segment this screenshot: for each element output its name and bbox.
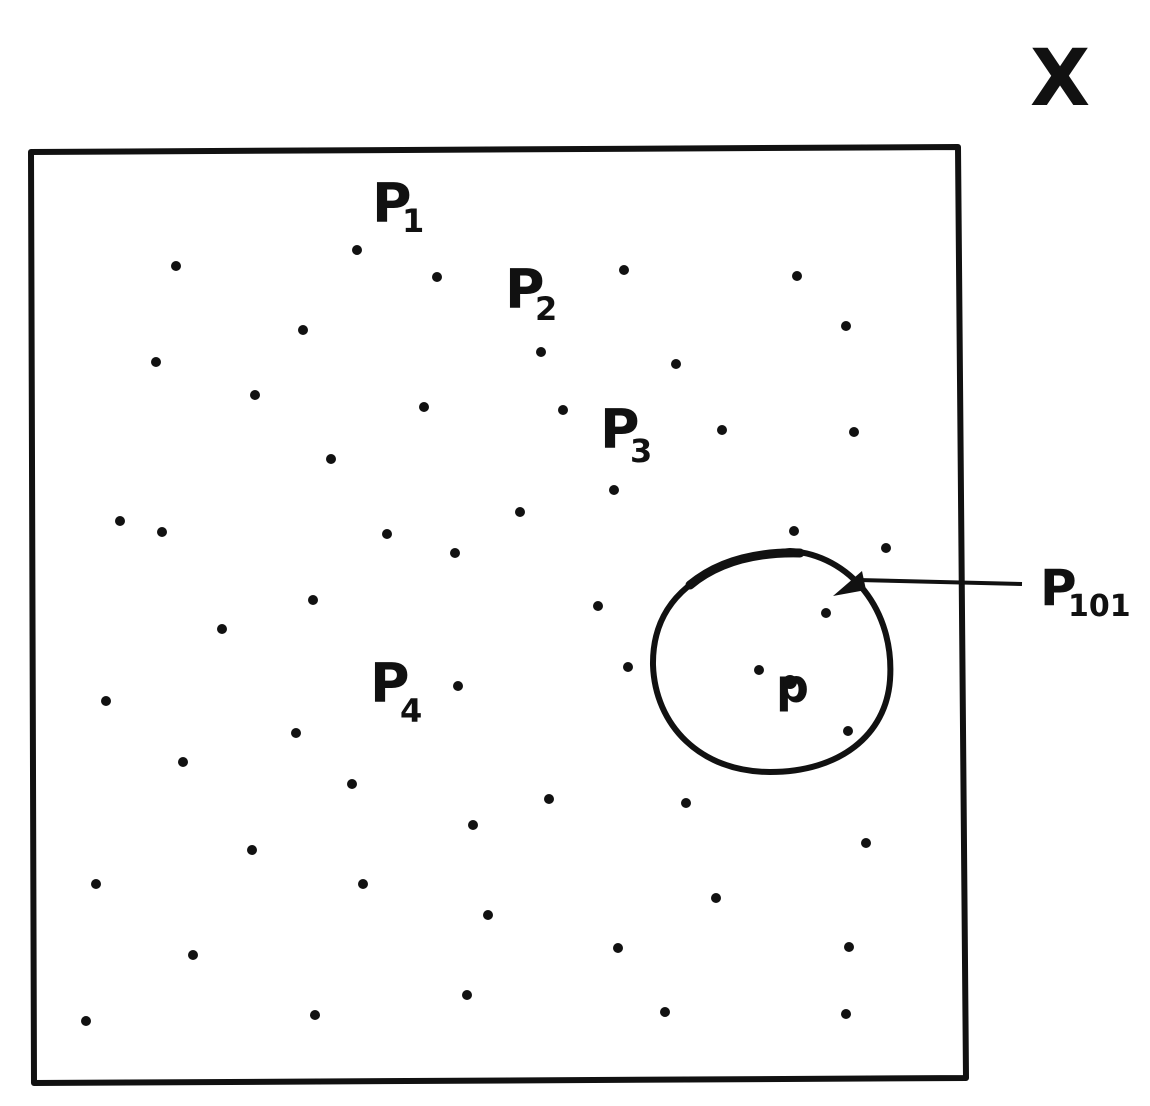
point-25 xyxy=(308,595,318,605)
point-14 xyxy=(717,425,727,435)
label-p2-letter: P xyxy=(505,258,545,321)
point-18 xyxy=(515,507,525,517)
point-51 xyxy=(310,1010,320,1020)
point-center-p xyxy=(783,675,797,689)
point-15 xyxy=(849,427,859,437)
point-8 xyxy=(536,347,546,357)
square-boundary xyxy=(28,144,969,1086)
point-52 xyxy=(660,1007,670,1017)
point-11 xyxy=(250,390,260,400)
point-1 xyxy=(171,261,181,271)
label-p4-letter: P xyxy=(370,652,410,715)
point-16 xyxy=(326,454,336,464)
point-9 xyxy=(671,359,681,369)
point-28 xyxy=(821,608,831,618)
label-p1: P 1 xyxy=(372,172,424,240)
arrow-line-p101 xyxy=(857,578,1023,586)
point-13 xyxy=(558,405,568,415)
point-36 xyxy=(347,779,357,789)
point-4 xyxy=(619,265,629,275)
point-44 xyxy=(711,893,721,903)
point-43 xyxy=(358,879,368,889)
point-7 xyxy=(151,357,161,367)
point-12 xyxy=(419,402,429,412)
point-21 xyxy=(382,529,392,539)
point-30 xyxy=(754,665,764,675)
label-p2-sub: 2 xyxy=(535,290,557,328)
point-48 xyxy=(844,942,854,952)
label-p101: P 101 xyxy=(1040,559,1131,624)
point-49 xyxy=(462,990,472,1000)
label-p101-sub: 101 xyxy=(1068,589,1131,624)
point-39 xyxy=(468,820,478,830)
point-24 xyxy=(881,543,891,553)
point-17 xyxy=(609,485,619,495)
point-29 xyxy=(623,662,633,672)
point-33 xyxy=(291,728,301,738)
point-2 xyxy=(352,245,362,255)
point-19 xyxy=(115,516,125,526)
label-p4-sub: 4 xyxy=(400,692,422,730)
point-35 xyxy=(178,757,188,767)
point-5 xyxy=(792,271,802,281)
label-p3-letter: P xyxy=(600,398,640,461)
point-20 xyxy=(157,527,167,537)
label-p4: P 4 xyxy=(370,652,422,730)
point-32 xyxy=(101,696,111,706)
point-38 xyxy=(681,798,691,808)
point-41 xyxy=(247,845,257,855)
label-p1-sub: 1 xyxy=(402,202,424,240)
point-27 xyxy=(593,601,603,611)
label-p2: P 2 xyxy=(505,258,557,328)
arrow-head-p101 xyxy=(833,571,866,596)
point-37 xyxy=(544,794,554,804)
neighborhood-circle xyxy=(649,547,894,776)
point-31 xyxy=(453,681,463,691)
label-p3-sub: 3 xyxy=(630,432,652,470)
point-22 xyxy=(450,548,460,558)
point-10 xyxy=(841,321,851,331)
point-40 xyxy=(861,838,871,848)
points-layer xyxy=(81,245,891,1026)
point-6 xyxy=(298,325,308,335)
label-p1-letter: P xyxy=(372,172,412,235)
label-p101-letter: P xyxy=(1040,559,1077,617)
point-42 xyxy=(91,879,101,889)
point-46 xyxy=(188,950,198,960)
point-47 xyxy=(613,943,623,953)
circle-thick-edge xyxy=(685,548,805,590)
point-23 xyxy=(789,526,799,536)
point-3 xyxy=(432,272,442,282)
point-53 xyxy=(841,1009,851,1019)
set-label-x: X xyxy=(1030,34,1090,124)
point-34 xyxy=(843,726,853,736)
point-50 xyxy=(81,1016,91,1026)
point-45 xyxy=(483,910,493,920)
label-p3: P 3 xyxy=(600,398,652,470)
point-26 xyxy=(217,624,227,634)
